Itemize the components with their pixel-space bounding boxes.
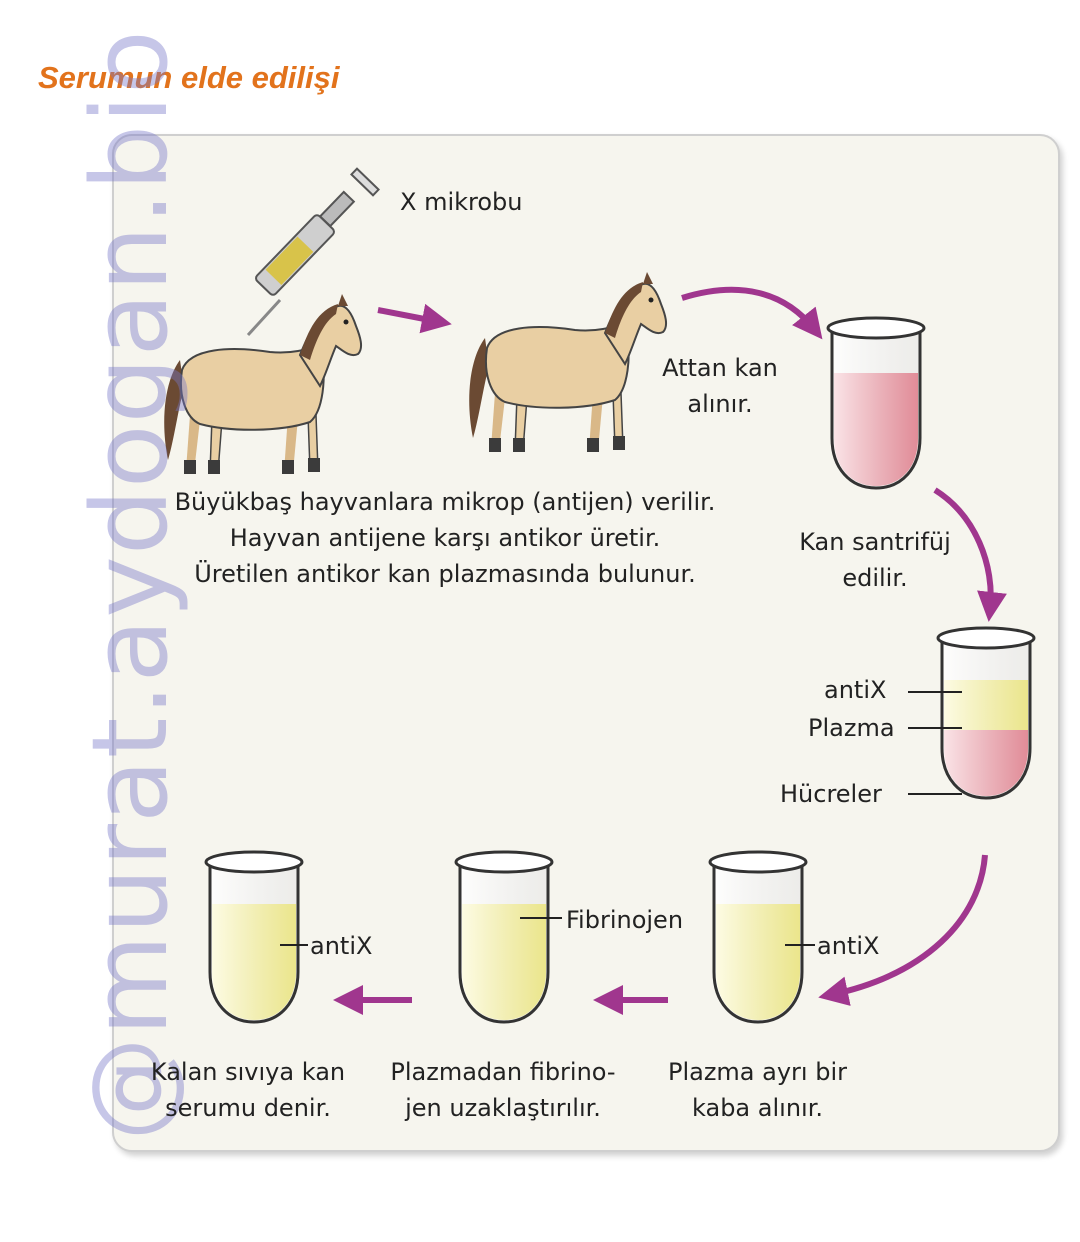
hucreler-label: Hücreler: [780, 780, 882, 808]
antix-right-label: antiX: [817, 932, 880, 960]
horse-immunized-icon: [468, 271, 668, 453]
step1-line3: Üretilen antikor kan plazmasında bulunur…: [194, 560, 696, 588]
fibrinogen-tube: [454, 850, 554, 1024]
blood-line1: Attan kan: [662, 354, 778, 382]
plazma-label: Plazma: [808, 714, 895, 742]
arrow-horse-to-horse: [377, 303, 452, 334]
blood-line2: alınır.: [687, 390, 753, 418]
arrow-tube-to-centrifuge: [933, 487, 1007, 622]
arrow-centrifuge-to-plasma: [818, 854, 988, 1006]
serum-line2: serumu denir.: [165, 1094, 331, 1122]
centrifuge-text: Kan santrifüj edilir.: [785, 524, 965, 596]
blood-taken-text: Attan kan alınır.: [650, 350, 790, 422]
page-title: Serumun elde edilişi: [38, 60, 340, 95]
serum-line1: Kalan sıvıya kan: [150, 1058, 346, 1086]
centrifuge-line1: Kan santrifüj: [799, 528, 951, 556]
fibrinogen-removed-text: Plazmadan fibrino- jen uzaklaştırılır.: [378, 1054, 628, 1126]
arrow-horse-to-tube: [681, 286, 823, 340]
fibrinojen-label: Fibrinojen: [566, 906, 684, 934]
serum-text: Kalan sıvıya kan serumu denir.: [142, 1054, 354, 1126]
centrifuged-tube: [936, 626, 1036, 800]
centrifuge-line2: edilir.: [842, 564, 908, 592]
plasma-tube: [708, 850, 808, 1024]
step1-line1: Büyükbaş hayvanlara mikrop (antijen) ver…: [174, 488, 716, 516]
step1-text: Büyükbaş hayvanlara mikrop (antijen) ver…: [150, 484, 740, 592]
fibrino-line1: Plazmadan fibrino-: [390, 1058, 616, 1086]
blood-tube: [826, 316, 926, 490]
x-mikrobu-label: X mikrobu: [400, 188, 523, 216]
plasma-line1: Plazma ayrı bir: [667, 1058, 847, 1086]
syringe-icon: [246, 167, 380, 337]
step1-line2: Hayvan antijene karşı antikor üretir.: [229, 524, 661, 552]
antix-top-label: antiX: [824, 676, 887, 704]
serum-tube: [204, 850, 304, 1024]
fibrino-line2: jen uzaklaştırılır.: [405, 1094, 601, 1122]
plasma-line2: kaba alınır.: [692, 1094, 823, 1122]
antix-left-label: antiX: [310, 932, 373, 960]
plasma-separated-text: Plazma ayrı bir kaba alınır.: [655, 1054, 860, 1126]
